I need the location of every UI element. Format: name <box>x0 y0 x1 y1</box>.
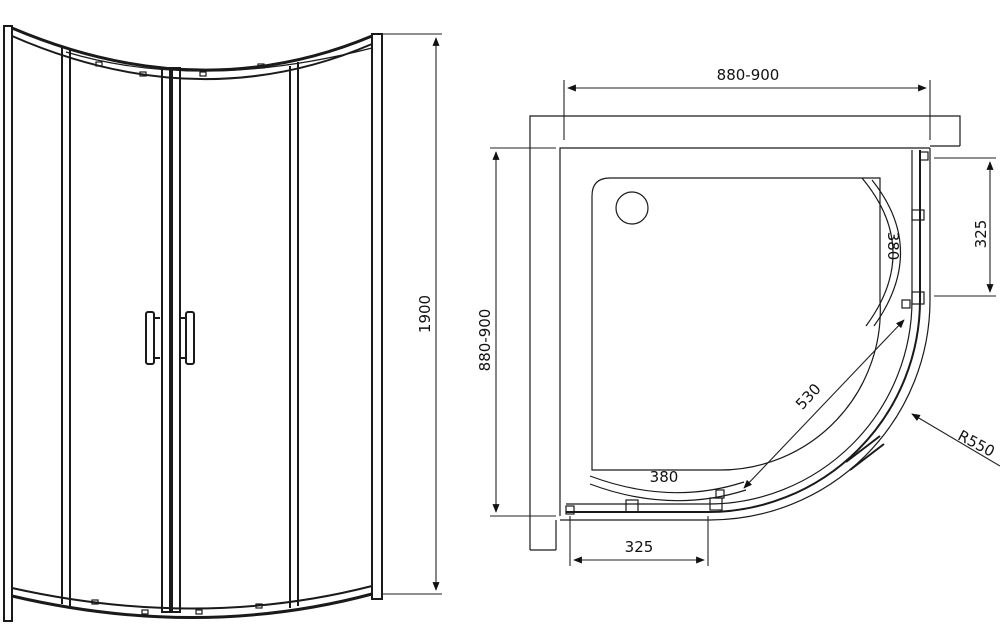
left-door-handle <box>145 311 155 365</box>
door-bottom-label: 380 <box>650 468 679 486</box>
tray-inner-basin <box>591 177 881 471</box>
top-rail-inner <box>11 35 373 81</box>
right-door-edge <box>171 67 181 613</box>
drain-icon <box>615 191 649 225</box>
fixture-right-2 <box>911 291 925 305</box>
curved-track-outer <box>707 299 921 513</box>
right-post <box>371 33 383 600</box>
fixture-bottom-1 <box>625 499 639 513</box>
right-door-handle <box>185 311 195 365</box>
door-right-label: 380 <box>884 232 902 261</box>
front-view: 1900 <box>3 25 442 622</box>
door-swing-arc-bottom <box>589 475 745 494</box>
top-rail-front <box>65 47 373 72</box>
top-width-label: 880-900 <box>717 66 780 84</box>
height-label: 1900 <box>416 295 434 333</box>
bottom-rail-outer <box>11 592 373 619</box>
tray-outline <box>559 147 930 516</box>
diagonal-dimension <box>743 319 905 489</box>
tray-curved-edge <box>560 148 931 521</box>
door-swing-arc-right <box>861 177 894 327</box>
bottom-offset-label: 325 <box>625 538 654 556</box>
radius-leader <box>911 413 1000 467</box>
right-offset-label: 325 <box>972 220 990 249</box>
plan-view: 880-900 880-900 325 325 380 380 530 R550 <box>476 66 1000 566</box>
radius-label: R550 <box>955 426 998 460</box>
left-post <box>3 25 13 622</box>
left-door-edge <box>161 67 171 613</box>
left-depth-label: 880-900 <box>476 309 494 372</box>
fixture-right-1 <box>911 209 925 221</box>
wall-outline <box>529 115 961 550</box>
